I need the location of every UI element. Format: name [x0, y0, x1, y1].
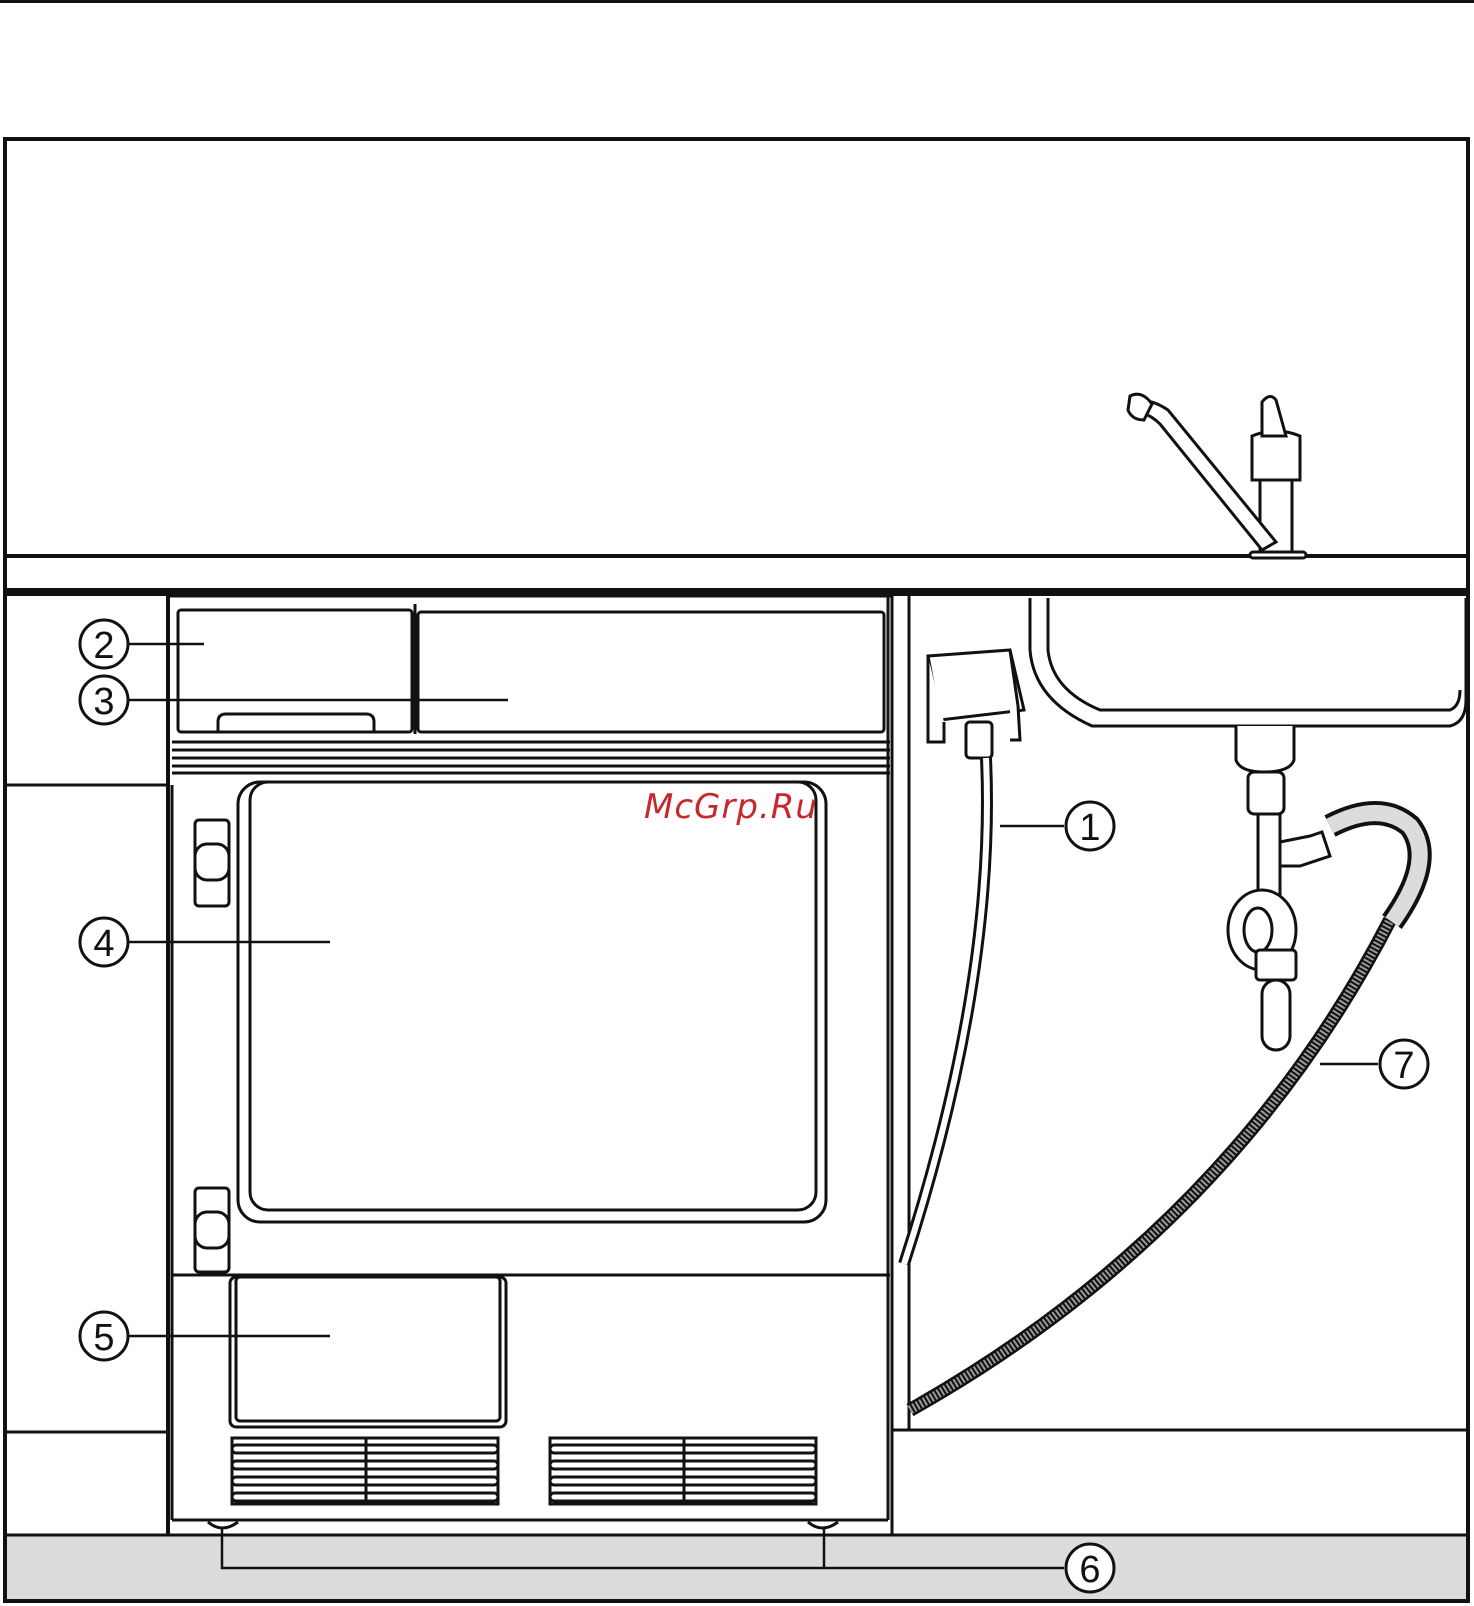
appliance	[168, 596, 892, 1528]
watermark-text: McGrp.Ru	[644, 787, 818, 827]
wall-frame	[5, 139, 1468, 1601]
door-glass	[250, 782, 816, 1210]
svg-text:1: 1	[1079, 807, 1100, 849]
svg-text:2: 2	[93, 625, 114, 667]
left-cabinet	[5, 596, 168, 1534]
callout-4: 4	[80, 918, 128, 966]
inlet-hose	[904, 650, 1024, 1264]
callout-2: 2	[80, 620, 128, 668]
fascia-right	[418, 612, 884, 732]
svg-text:4: 4	[93, 923, 114, 965]
callout-1: 1	[1066, 802, 1114, 850]
tap-icon	[1128, 394, 1306, 558]
svg-text:3: 3	[93, 681, 114, 723]
door-frame	[238, 782, 826, 1222]
svg-text:6: 6	[1079, 1549, 1100, 1591]
filter-flap	[230, 1277, 506, 1427]
worktop	[5, 556, 1468, 592]
callout-5: 5	[80, 1312, 128, 1360]
callout-3: 3	[80, 676, 128, 724]
callout-6: 6	[1066, 1544, 1114, 1592]
callout-7: 7	[1380, 1040, 1428, 1088]
svg-text:7: 7	[1393, 1045, 1414, 1087]
svg-text:5: 5	[93, 1317, 114, 1359]
